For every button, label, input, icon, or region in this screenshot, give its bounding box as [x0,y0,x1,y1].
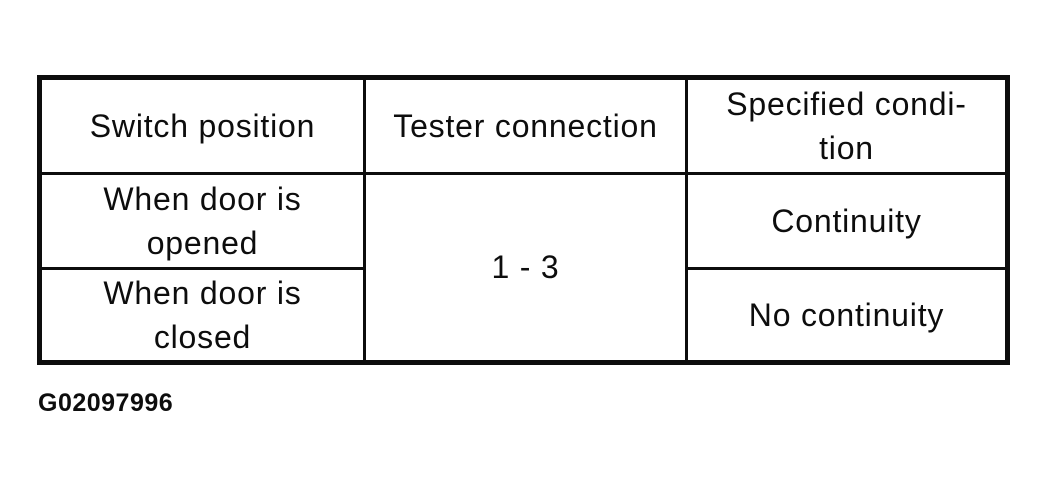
header-specified-condition: Specified condi- tion [685,76,1009,175]
figure-id-caption: G02097996 [38,389,174,417]
cell-tester-connection: 1 - 3 [363,172,688,364]
table-header-row: Switch position Tester connection Specif… [38,76,1009,175]
header-tester-connection: Tester connection [363,76,688,175]
cell-switch-position-opened: When door is opened [38,172,366,270]
door-switch-continuity-table: Switch position Tester connection Specif… [37,75,1010,365]
cell-specified-condition-no-continuity: No continuity [685,267,1009,364]
cell-switch-position-closed: When door is closed [38,267,366,364]
table-row-door-opened: When door is opened 1 - 3 Continuity [38,172,1009,364]
cell-specified-condition-continuity: Continuity [685,172,1009,270]
table-row-door-closed: When door is closed No continuity [38,267,1009,364]
header-switch-position: Switch position [38,76,366,175]
